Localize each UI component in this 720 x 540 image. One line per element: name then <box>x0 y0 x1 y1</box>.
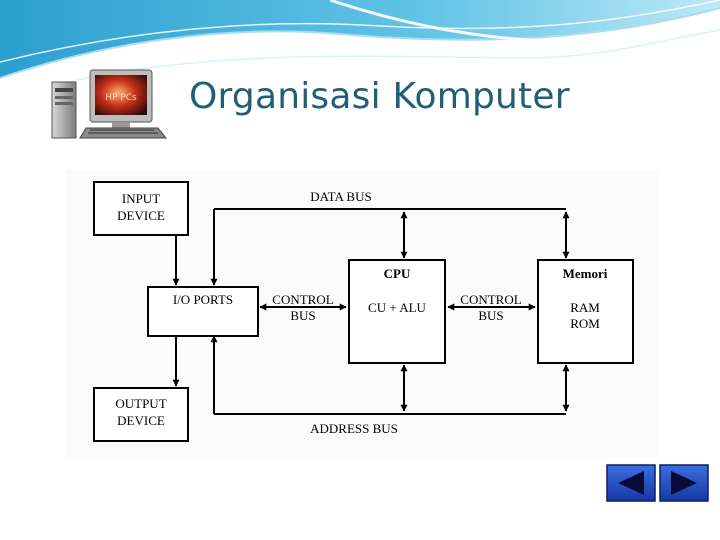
control-bus-right-label-line1: CONTROL <box>460 292 521 307</box>
data-bus-label: DATA BUS <box>310 189 371 204</box>
memory-title: Memori <box>563 266 608 281</box>
input-device-label-line1: INPUT <box>122 191 160 206</box>
memory-block <box>537 259 634 364</box>
logo-label: HP PCs <box>105 93 137 103</box>
memory-line-ram: RAM <box>570 300 600 315</box>
triangle-left-icon <box>618 471 644 495</box>
next-slide-button[interactable] <box>659 464 709 502</box>
slide-title: Organisasi Komputer <box>189 76 570 117</box>
control-bus-left-label-line2: BUS <box>290 308 315 323</box>
output-device-block <box>93 387 189 442</box>
cpu-block <box>348 259 446 364</box>
output-device-label-line1: OUTPUT <box>115 396 166 411</box>
previous-slide-button[interactable] <box>606 464 656 502</box>
control-bus-left-label-line1: CONTROL <box>272 292 333 307</box>
output-device-label-line2: DEVICE <box>117 413 165 428</box>
input-device-label-line2: DEVICE <box>117 208 165 223</box>
cpu-title: CPU <box>384 266 411 281</box>
address-bus-label: ADDRESS BUS <box>310 421 398 436</box>
control-bus-right-label-line2: BUS <box>478 308 503 323</box>
io-ports-label: I/O PORTS <box>173 292 233 307</box>
computer-organization-diagram: INPUT DEVICE OUTPUT DEVICE I/O PORTS CPU… <box>66 170 659 458</box>
slide-navigation <box>606 464 710 502</box>
triangle-right-icon <box>671 471 697 495</box>
input-device-block <box>93 181 189 236</box>
desktop-computer-icon: HP PCs <box>51 69 168 139</box>
cpu-content: CU + ALU <box>368 300 427 315</box>
io-ports-block <box>147 286 259 337</box>
memory-line-rom: ROM <box>570 316 600 331</box>
header-swoosh <box>0 0 720 85</box>
